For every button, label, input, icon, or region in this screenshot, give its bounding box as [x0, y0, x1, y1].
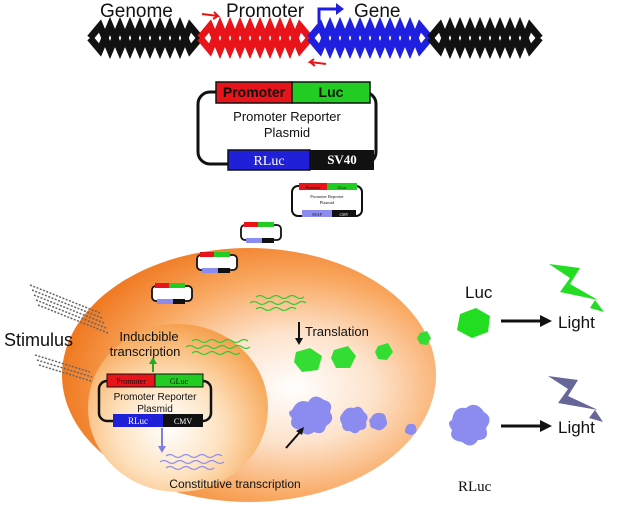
stimulus-label: Stimulus	[4, 330, 73, 350]
small-plasmid-rluc: SEAP	[312, 212, 323, 217]
large-plasmid-title-2: Plasmid	[264, 125, 310, 140]
inducible-line-2: transcription	[110, 344, 181, 359]
nucleus-plasmid: Promoter GLuc Promoter Reporter Plasmid …	[97, 373, 213, 427]
primer-reverse-arrow	[307, 58, 327, 67]
tiny-plasmid-2	[196, 252, 238, 273]
light-label-1: Light	[558, 313, 595, 332]
constitutive-label: Constitutive transcription	[169, 477, 300, 491]
nucleus-plasmid-title-1: Promoter Reporter	[114, 392, 197, 403]
large-plasmid: Promoter Luc Promoter Reporter Plasmid R…	[196, 81, 378, 171]
tss-arrow-icon	[317, 7, 336, 28]
cyto-green-mrna	[249, 294, 307, 312]
rluc-output-label: RLuc	[458, 479, 492, 495]
small-plasmid-cmv: CMV	[339, 212, 348, 217]
light-label-2: Light	[558, 418, 595, 437]
green-mrna-1	[191, 338, 249, 344]
nucleus-plasmid-cmv: CMV	[174, 417, 192, 426]
nucleus-plasmid-rluc: RLuc	[128, 416, 148, 426]
large-plasmid-rluc: RLuc	[253, 154, 284, 169]
small-plasmid-title-2: Plasmid	[320, 200, 335, 205]
inducible-line-1: Inducbible	[119, 329, 178, 344]
nucleus-plasmid-promoter: Promoter	[116, 377, 146, 386]
luc-proteins	[294, 331, 431, 372]
nucleus	[88, 324, 268, 492]
small-plasmid-luc: GLuc	[337, 185, 346, 190]
primer-forward-arrow	[201, 11, 221, 20]
genome-label: Genome	[100, 1, 173, 22]
translation-label: Translation	[305, 324, 369, 339]
lightning-green-icon	[549, 264, 598, 300]
luc-output-label: Luc	[465, 283, 493, 302]
gene-label: Gene	[354, 1, 400, 22]
rluc-protein-icon	[449, 404, 490, 446]
large-plasmid-luc: Luc	[319, 84, 344, 100]
genome-helix	[87, 16, 543, 60]
small-plasmid-promoter: Promoter	[306, 185, 322, 190]
lavender-mrna	[159, 453, 225, 471]
tiny-plasmid-3	[151, 283, 193, 304]
tiny-plasmid-1	[240, 222, 282, 243]
luc-protein-icon	[457, 308, 490, 338]
rluc-proteins	[289, 396, 417, 435]
nucleus-plasmid-title-2: Plasmid	[137, 404, 173, 415]
large-plasmid-sv40: SV40	[327, 152, 357, 167]
small-plasmid-title-1: Promoter Reporter	[310, 194, 344, 199]
helix-gene-blue	[307, 16, 433, 60]
nucleus-plasmid-luc: GLuc	[170, 377, 189, 386]
small-plasmid: Promoter GLuc Promoter Reporter Plasmid …	[291, 183, 363, 217]
lightning-lavender-icon	[548, 376, 598, 410]
large-plasmid-title-1: Promoter Reporter	[233, 109, 341, 124]
stimulus-rays	[29, 284, 109, 383]
large-plasmid-promoter: Promoter	[223, 84, 286, 100]
promoter-label: Promoter	[226, 1, 305, 22]
